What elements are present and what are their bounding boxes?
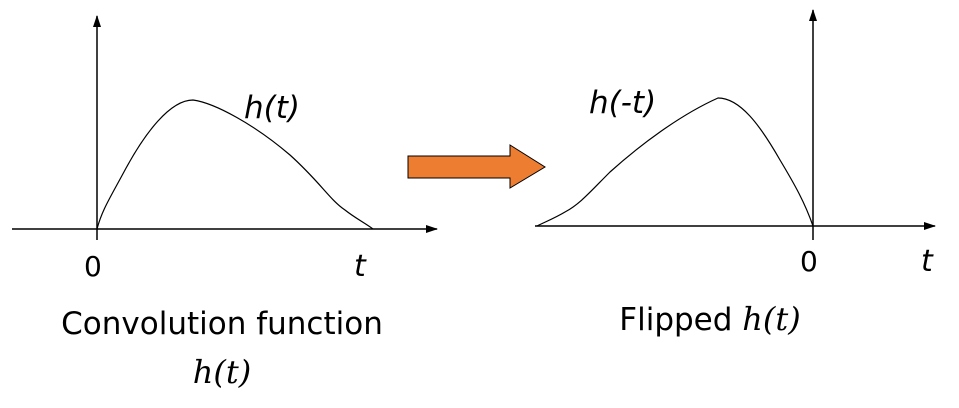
left-origin-label: 0 (84, 250, 102, 283)
right-caption-math: h(t) (742, 300, 800, 338)
right-curve-h-of-minus-t (536, 97, 814, 227)
right-caption: Flipped h(t) (619, 300, 800, 338)
right-x-axis-label: t (921, 244, 934, 279)
right-origin-label: 0 (800, 245, 818, 278)
right-plot: h(-t) 0 t Flipped h(t) (535, 9, 936, 338)
transform-arrow-icon (407, 144, 546, 189)
left-caption-title: Convolution function (61, 306, 383, 342)
right-caption-prefix: Flipped (619, 302, 742, 338)
left-curve-label: h(t) (244, 90, 300, 126)
right-curve-label: h(-t) (589, 85, 656, 121)
left-plot: h(t) 0 t Convolution function h(t) (12, 15, 438, 391)
left-x-axis-label: t (354, 249, 367, 284)
left-curve-h-of-t (96, 99, 374, 230)
left-caption-math: h(t) (193, 353, 251, 391)
